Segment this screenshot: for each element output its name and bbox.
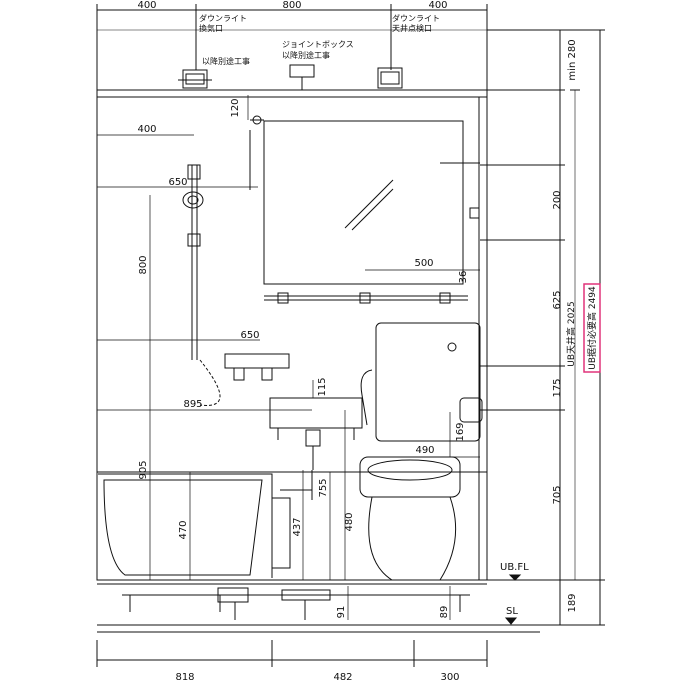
dim-895: 895 [183,399,202,410]
dim-480: 480 [344,512,355,531]
dim-400-inner: 400 [137,124,156,135]
interior-dimension-lines [97,95,480,620]
right-dim-625: 625 [552,290,563,309]
ubfl-label: UB.FL [500,562,529,573]
note-downlight-left: ダウンライト [199,13,247,23]
dim-905: 905 [138,460,149,479]
dim-800: 800 [138,255,149,274]
towel-hook-right [440,162,480,219]
mirror [263,120,464,285]
dim-437: 437 [292,517,303,536]
shelf [264,292,468,304]
dim-89: 89 [439,606,450,619]
top-dim-left: 400 [137,0,156,11]
bathtub [98,473,291,578]
top-dimension-line [96,4,488,90]
ub-inner-height-label: UB天井高 2025 [565,301,577,367]
dim-490: 490 [415,445,434,456]
dim-650-mid: 650 [240,330,259,341]
note-exhaust: 換気口 [199,23,223,33]
dim-120: 120 [230,98,241,117]
note-junction-box: ジョイントボックス [282,40,354,49]
washbasin [269,397,363,470]
dim-36: 36 [458,271,469,284]
bottom-dim-818: 818 [175,672,194,683]
downlight-hatch-fixture [373,67,407,91]
note-ceiling-hatch: 天井点検口 [392,23,432,33]
bottom-dimension-line [96,640,488,667]
shower-slide-bar [182,164,221,406]
dim-470: 470 [178,520,189,539]
sl-label: SL [506,606,518,617]
downlight-exhaust-fixture [178,69,212,91]
dim-91: 91 [336,606,347,619]
dim-115: 115 [317,377,328,396]
right-dim-189: 189 [567,593,578,612]
drain-pipe [217,470,331,620]
unit-bath-shell [96,89,488,581]
toilet-tank [360,322,481,442]
toilet-seat [359,456,461,581]
ubfl-level-marker [508,574,522,581]
note-separate-work-center: 以降別途工事 [282,50,330,60]
right-dim-175: 175 [552,378,563,397]
note-downlight-right: ダウンライト [392,13,440,23]
note-separate-work-left: 以降別途工事 [202,56,250,66]
dim-169: 169 [455,422,466,441]
right-dimension-lines [480,29,605,626]
junction-box [289,64,315,90]
ub-install-height-label: UB据付必要高 2494 [586,286,598,370]
slab-line [97,624,540,633]
top-dim-right: 400 [428,0,447,11]
dim-500: 500 [414,258,433,269]
bottom-dim-482: 482 [333,672,352,683]
paper-holder [459,397,483,423]
floor-base [97,579,487,612]
sl-level-marker [504,617,518,625]
bottom-dim-300: 300 [440,672,459,683]
install-height-highlight [583,283,601,373]
top-dim-center: 800 [282,0,301,11]
right-dim-705: 705 [552,485,563,504]
right-dim-200: 200 [552,190,563,209]
dim-755: 755 [318,478,329,497]
dim-650-top: 650 [168,177,187,188]
towel-bar-left [249,115,265,190]
right-dim-min280: min 280 [567,39,578,80]
shower-faucet [224,353,290,381]
